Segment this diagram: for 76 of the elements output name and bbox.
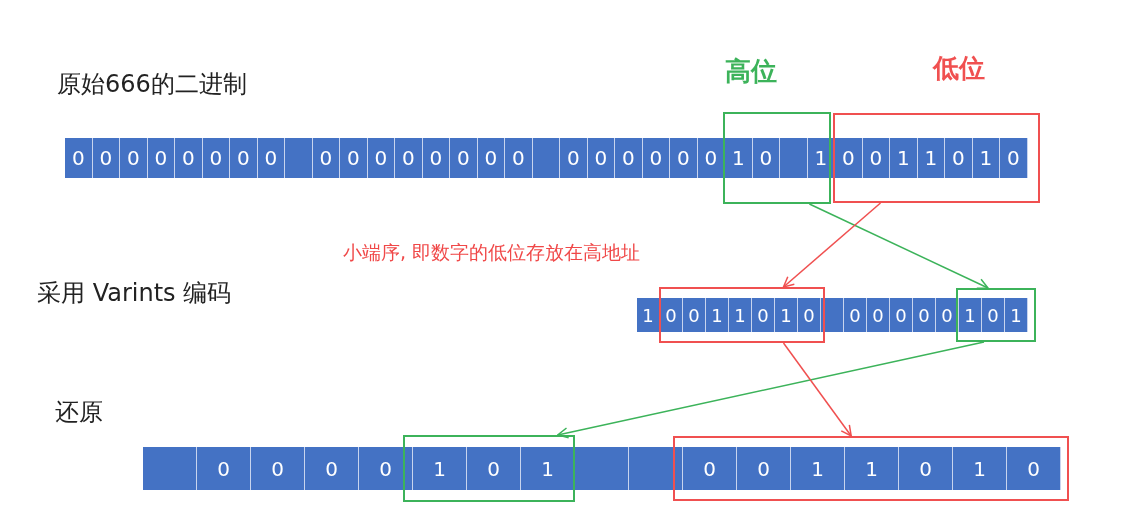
- bit-cell: 0: [367, 138, 395, 178]
- bit-cell: 0: [890, 298, 913, 332]
- bit-cell: 0: [867, 298, 890, 332]
- bit-cell: 0: [560, 138, 588, 178]
- bit-cell: 0: [899, 447, 953, 490]
- bit-cell: 0: [477, 138, 505, 178]
- bit-cell: 0: [683, 447, 737, 490]
- bit-cell: 0: [340, 138, 368, 178]
- bit-cell: 1: [729, 298, 752, 332]
- bit-cell: 1: [959, 298, 982, 332]
- bit-cell: 0: [752, 138, 780, 178]
- bit-cell: 0: [505, 138, 533, 178]
- bit-cell: 0: [230, 138, 258, 178]
- highlight-frame: [659, 287, 825, 343]
- bit-cell: 0: [120, 138, 148, 178]
- bit-cell: 0: [587, 138, 615, 178]
- bit-cell: 0: [175, 138, 203, 178]
- bit-cell: 1: [725, 138, 753, 178]
- bit-cell: 0: [615, 138, 643, 178]
- bit-cell: 0: [862, 138, 890, 178]
- bit-cell: 0: [642, 138, 670, 178]
- row-title: 采用 Varints 编码: [37, 278, 232, 309]
- bit-cell: 0: [147, 138, 175, 178]
- highlight-frame: [956, 288, 1036, 342]
- bit-cell: 0: [936, 298, 959, 332]
- arrow: [782, 342, 852, 437]
- bit-cell: 0: [683, 298, 706, 332]
- bit-cell: 1: [637, 298, 660, 332]
- bit-cell: 1: [706, 298, 729, 332]
- arrow: [808, 203, 989, 289]
- bit-cell: 0: [251, 447, 305, 490]
- bit-cell: 1: [972, 138, 1000, 178]
- bit-cell: 0: [422, 138, 450, 178]
- highlight-frame: [833, 113, 1040, 203]
- bit-cell: 1: [953, 447, 1007, 490]
- bit-cell: 0: [467, 447, 521, 490]
- bit-cell: 0: [945, 138, 973, 178]
- bit-cell: 1: [791, 447, 845, 490]
- arrow: [782, 202, 882, 288]
- bit-cell: 0: [835, 138, 863, 178]
- bit-cell: 0: [92, 138, 120, 178]
- bit-cell: 0: [312, 138, 340, 178]
- bit-cell: 0: [305, 447, 359, 490]
- row-title: 原始666的二进制: [57, 69, 247, 100]
- bit-cell: 0: [752, 298, 775, 332]
- highlight-frame: [673, 436, 1069, 501]
- bit-cell: 0: [257, 138, 285, 178]
- bit-cell: 1: [413, 447, 467, 490]
- bit-cell: 1: [890, 138, 918, 178]
- bit-cell: 0: [65, 138, 93, 178]
- note-text: 小端序, 即数字的低位存放在高地址: [343, 240, 641, 265]
- bit-cell: 1: [917, 138, 945, 178]
- bit-cell: 0: [1000, 138, 1028, 178]
- bit-cell: 0: [359, 447, 413, 490]
- bit-cell: 1: [1005, 298, 1028, 332]
- bit-cell: 0: [798, 298, 821, 332]
- bit-cell: 0: [913, 298, 936, 332]
- highlight-frame: [723, 112, 831, 204]
- bit-cell: 0: [197, 447, 251, 490]
- bit-cell: 1: [845, 447, 899, 490]
- bit-cell: 0: [660, 298, 683, 332]
- bit-cell: 0: [737, 447, 791, 490]
- bit-group-label: 低位: [933, 52, 985, 85]
- bit-cell: 0: [202, 138, 230, 178]
- bit-cell: 0: [1007, 447, 1061, 490]
- bit-cell: 0: [982, 298, 1005, 332]
- bit-cell: 0: [395, 138, 423, 178]
- row-title: 还原: [55, 397, 103, 428]
- bit-cell: 0: [450, 138, 478, 178]
- bit-cell: 0: [670, 138, 698, 178]
- arrow: [557, 341, 985, 439]
- highlight-frame: [403, 435, 575, 502]
- bit-cell: 1: [521, 447, 575, 490]
- bit-cell: 1: [775, 298, 798, 332]
- bit-group-label: 高位: [725, 55, 777, 88]
- bit-cell: 0: [844, 298, 867, 332]
